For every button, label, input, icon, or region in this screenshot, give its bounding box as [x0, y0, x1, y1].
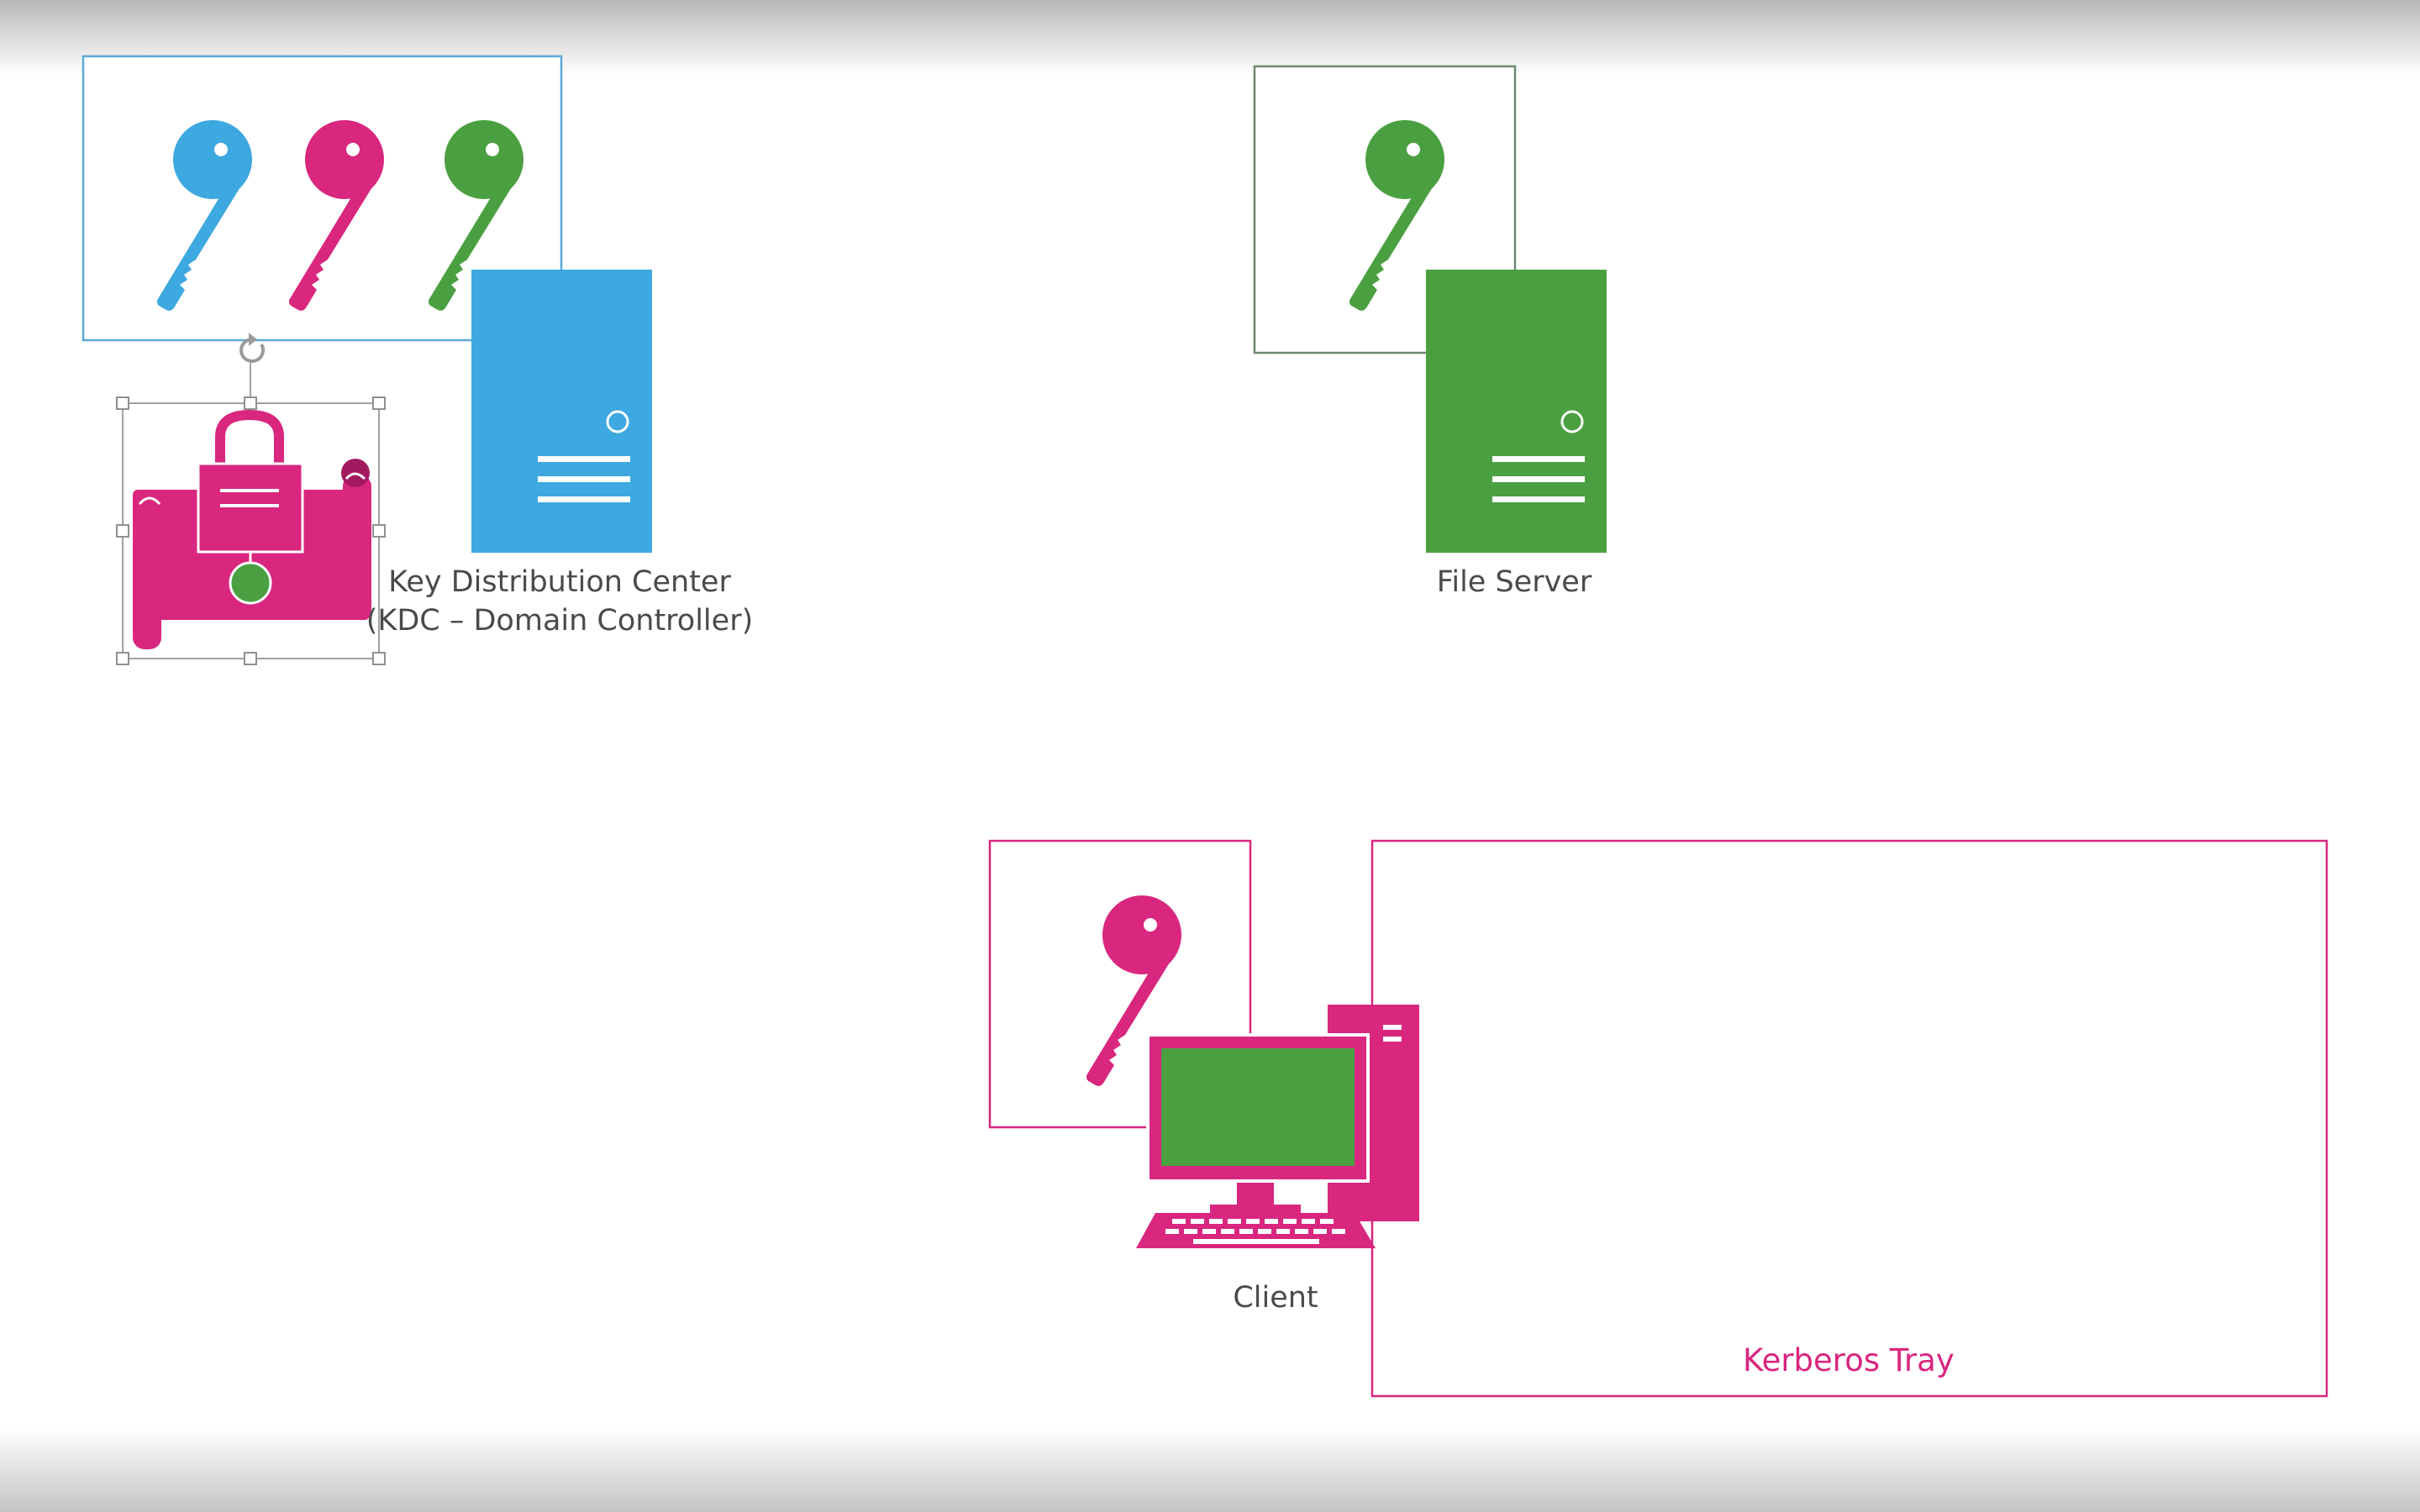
kerberos-tray-box[interactable]	[1370, 839, 2328, 1398]
file-server-label: File Server	[1437, 565, 1592, 599]
kdc-server-icon[interactable]	[471, 270, 652, 553]
kdc-label-line1: Key Distribution Center	[388, 565, 731, 599]
rotate-handle-icon[interactable]	[239, 333, 265, 363]
kdc-label-line2: (KDC – Domain Controller)	[366, 604, 754, 638]
file-server-icon[interactable]	[1426, 270, 1607, 553]
client-computer-icon[interactable]	[1136, 1005, 1419, 1248]
resize-handles[interactable]	[116, 396, 386, 665]
client-label: Client	[1233, 1281, 1318, 1315]
kerberos-tray-label: Kerberos Tray	[1743, 1342, 1954, 1378]
locked-ticket-scroll-icon	[133, 409, 371, 649]
bottom-shade	[0, 1428, 2420, 1512]
